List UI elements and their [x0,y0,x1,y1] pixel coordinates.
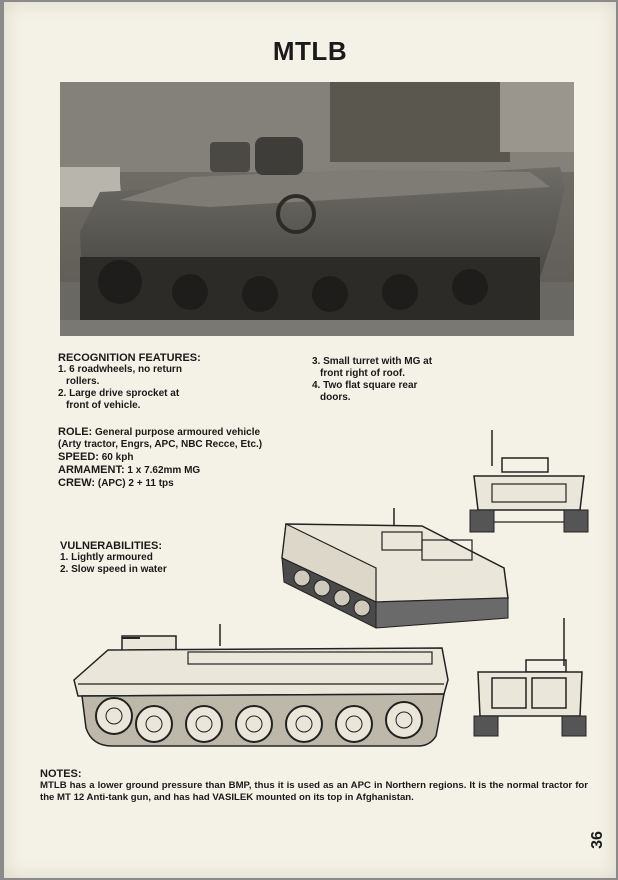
armament-value: 1 x 7.62mm MG [127,465,201,476]
notes-heading: NOTES: [40,768,82,780]
vulnerability-text: Lightly armoured [71,552,153,563]
notes-text: MTLB has a lower ground pressure than BM… [40,780,588,803]
feature-text: front right of roof. [320,368,405,379]
role-value: General purpose armoured vehicle [95,427,261,438]
feature-text: doors. [320,392,351,403]
feature-text: 6 roadwheels, no return [69,364,182,375]
vulnerability-number: 2. [60,564,69,575]
page-title: MTLB [272,36,348,66]
speed-value: 60 kph [101,452,134,463]
crew-value: (APC) 2 + 11 tps [97,478,174,489]
notes: NOTES: MTLB has a lower ground pressure … [40,768,588,804]
vehicle-photo [60,82,574,336]
role-detail: (Arty tractor, Engrs, APC, NBC Recce, Et… [58,439,263,450]
front-view-drawing [469,430,589,533]
feature-number: 2. [58,388,67,399]
feature-number: 3. [312,356,321,367]
recognition-heading: RECOGNITION FEATURES: [58,352,201,364]
speed-label: SPEED: [58,451,99,463]
vulnerabilities: VULNERABILITIES: 1. Lightly armoured 2. … [60,540,167,576]
specifications: ROLE: General purpose armoured vehicle (… [58,426,262,490]
three-quarter-view-drawing [281,508,509,629]
role-label: ROLE: [58,426,93,438]
side-view-drawing [73,624,449,747]
crew-label: CREW: [58,477,96,489]
recognition-features: RECOGNITION FEATURES: 1. 6 roadwheels, n… [58,352,201,412]
vulnerabilities-heading: VULNERABILITIES: [60,540,163,552]
page: MTLB [4,2,616,878]
armament-label: ARMAMENT: [58,464,125,476]
feature-text: rollers. [66,376,100,387]
feature-text: Small turret with MG at [323,356,433,367]
recognition-features-continued: 3. Small turret with MG at front right o… [312,356,432,404]
vulnerability-number: 1. [60,552,69,563]
feature-text: Large drive sprocket at [69,388,180,399]
feature-text: front of vehicle. [66,400,141,411]
feature-number: 1. [58,364,67,375]
rear-view-drawing [473,618,587,737]
page-number: 36 [589,831,606,849]
feature-number: 4. [312,380,321,391]
vulnerability-text: Slow speed in water [71,564,167,575]
feature-text: Two flat square rear [323,380,418,391]
